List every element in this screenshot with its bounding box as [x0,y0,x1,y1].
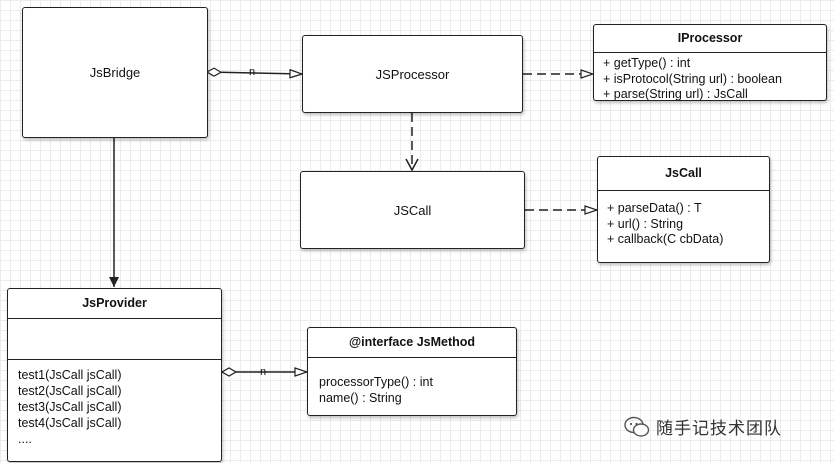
jsprovider-method: test3(JsCall jsCall) [18,400,122,414]
jsmethod-member: processorType() : int [319,375,433,389]
edge-label-provider-method: n [260,366,267,378]
jsprovider-class[interactable]: JsProvider test1(JsCall jsCall) test2(Js… [7,288,222,462]
iprocessor-member: + isProtocol(String url) : boolean [603,71,782,86]
jsmethod-title: @interface JsMethod [308,328,516,358]
jsbridge-node[interactable]: JsBridge [22,7,208,138]
iprocessor-class[interactable]: IProcessor + getType() : int + isProtoco… [593,24,827,101]
jsprovider-attributes [8,319,221,360]
iprocessor-title: IProcessor [594,25,826,53]
jscall-class-members: + parseData() : T + url() : String + cal… [598,191,769,248]
iprocessor-members: + getType() : int + isProtocol(String ur… [594,53,826,103]
edge-bridge-processor [207,72,302,74]
jsprovider-method: test1(JsCall jsCall) [18,368,122,382]
jscall-class-member: + callback(C cbData) [607,232,724,246]
jscall-class-title: JsCall [598,157,769,191]
jscall-class-member: + parseData() : T [607,201,702,215]
jsprovider-methods: test1(JsCall jsCall) test2(JsCall jsCall… [8,360,221,447]
jscall-label: JSCall [393,202,432,218]
jsmethod-members: processorType() : int name() : String [308,358,516,406]
jscall-class-member: + url() : String [607,216,684,231]
watermark: 随手记技术团队 [624,414,782,439]
jsprocessor-label: JSProcessor [375,66,450,82]
jsprocessor-node[interactable]: JSProcessor [302,35,523,113]
edge-label-bridge-processor: n [249,66,256,78]
wechat-icon [624,416,650,437]
jsprovider-method: test4(JsCall jsCall) [18,416,122,430]
jscall-node[interactable]: JSCall [300,171,525,249]
jsprovider-method: test2(JsCall jsCall) [18,384,122,398]
watermark-text: 随手记技术团队 [656,419,782,438]
jsbridge-label: JsBridge [89,65,141,80]
jsprovider-method: .... [18,432,32,446]
iprocessor-member: + getType() : int [603,56,691,70]
jscall-class[interactable]: JsCall + parseData() : T + url() : Strin… [597,156,770,263]
jsprovider-title: JsProvider [8,289,221,319]
iprocessor-member: + parse(String url) : JsCall [603,87,748,101]
jsmethod-member: name() : String [319,390,402,405]
jsmethod-class[interactable]: @interface JsMethod processorType() : in… [307,327,517,416]
